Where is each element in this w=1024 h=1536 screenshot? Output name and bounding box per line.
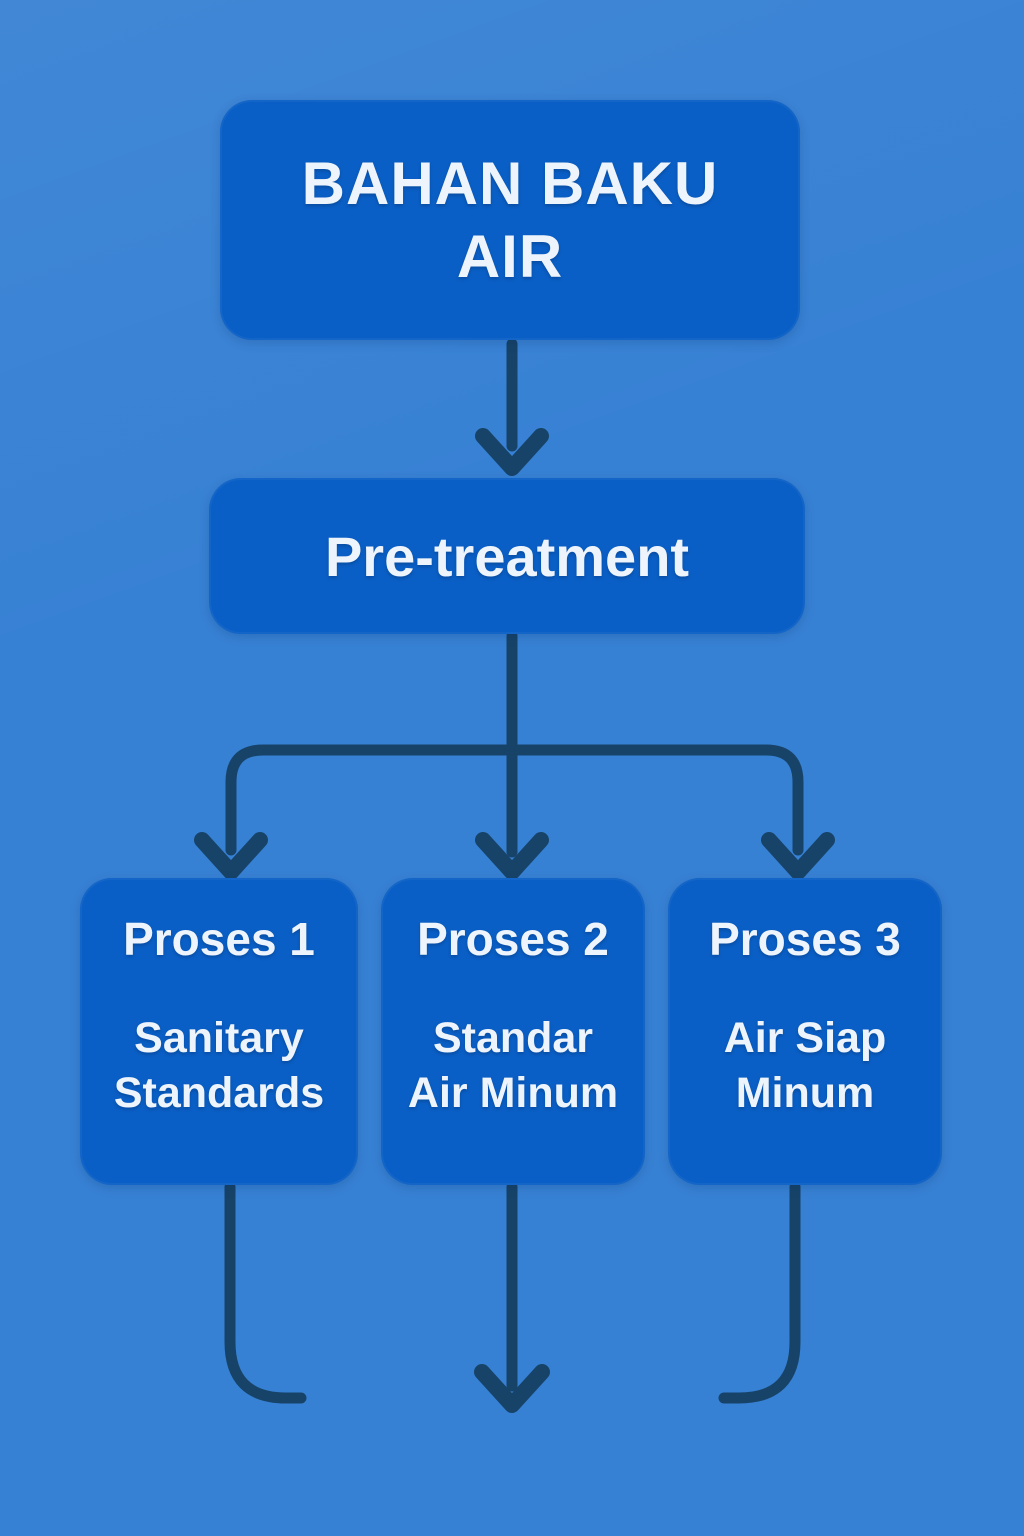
connector-process3-output <box>718 1181 801 1404</box>
node-label: BAHAN BAKU AIR <box>301 149 719 290</box>
node-title: Proses 1 <box>123 913 315 965</box>
arrowhead-down-icon <box>474 1364 550 1413</box>
arrowhead-down-icon <box>475 428 549 476</box>
arrowhead-down-icon <box>194 832 268 880</box>
node-label: Pre-treatment <box>324 524 690 588</box>
arrowhead-down-icon <box>475 832 549 880</box>
node-proses-2: Proses 2 Standar Air Minum <box>381 878 645 1185</box>
node-title: Proses 2 <box>417 913 609 965</box>
node-subtitle: Sanitary Standards <box>113 1014 325 1118</box>
arrowhead-down-icon <box>761 832 835 880</box>
node-proses-3: Proses 3 Air Siap Minum <box>668 878 942 1185</box>
connector-branch-bar <box>225 744 804 856</box>
node-title: Proses 3 <box>709 913 901 965</box>
node-pre-treatment: Pre-treatment <box>209 478 805 634</box>
node-bahan-baku-air: BAHAN BAKU AIR <box>220 100 800 340</box>
connector-process1-output <box>224 1181 307 1404</box>
node-subtitle: Standar Air Minum <box>407 1014 619 1118</box>
node-proses-1: Proses 1 Sanitary Standards <box>80 878 358 1185</box>
node-subtitle: Air Siap Minum <box>723 1014 887 1118</box>
